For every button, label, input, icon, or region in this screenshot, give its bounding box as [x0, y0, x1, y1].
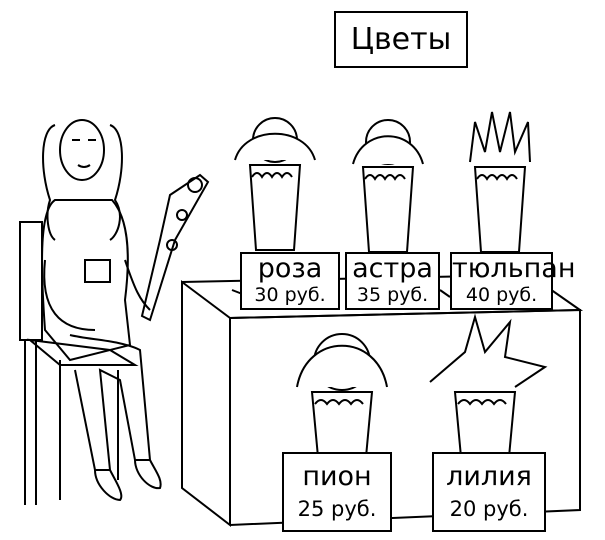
- seller-woman: [41, 119, 162, 502]
- flower-price: 25 руб.: [297, 497, 377, 521]
- flower-name: роза: [257, 253, 323, 284]
- flower-price: 20 руб.: [449, 497, 529, 521]
- price-tag-rose: роза 30 руб.: [240, 252, 340, 310]
- pots: [234, 111, 548, 458]
- price-tag-lily: лилия 20 руб.: [432, 452, 546, 532]
- price-tag-tulip: тюльпан 40 руб.: [450, 252, 576, 310]
- price-tag-aster: астра 35 руб.: [345, 252, 440, 310]
- chair: [19, 221, 139, 505]
- flower-price: 30 руб.: [254, 284, 326, 306]
- flower-name: астра: [352, 253, 433, 284]
- flower-price: 35 руб.: [356, 284, 429, 306]
- price-tag-peony: пион 25 руб.: [282, 452, 392, 532]
- flower-price: 40 руб.: [465, 284, 538, 306]
- flower-name: тюльпан: [452, 253, 576, 284]
- held-rose: [140, 173, 210, 322]
- flower-name: лилия: [446, 461, 532, 492]
- flower-name: пион: [302, 461, 372, 492]
- title-sign: Цветы: [334, 11, 468, 68]
